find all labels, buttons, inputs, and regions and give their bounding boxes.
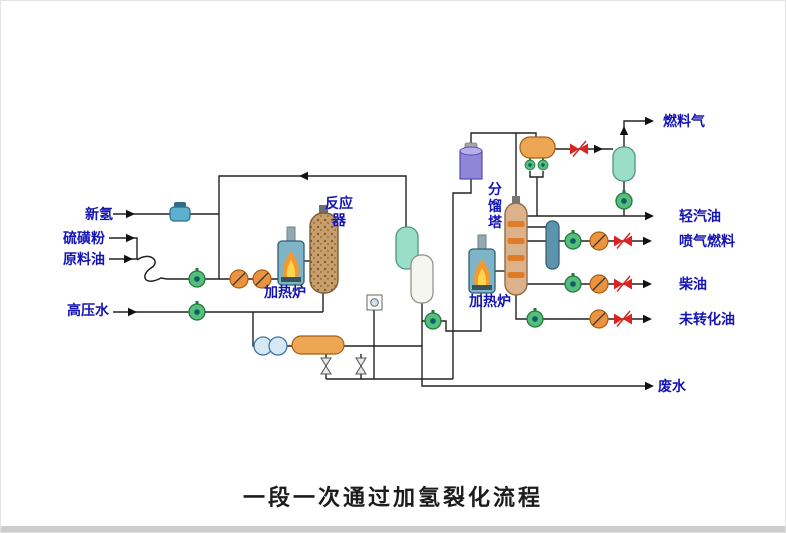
letdown-valve-icon xyxy=(320,357,332,375)
fractionator-vessel xyxy=(504,196,528,296)
label-reactor: 反应器 xyxy=(325,195,353,228)
flow-arrows xyxy=(124,116,654,391)
unconverted-oil-valve-icon xyxy=(613,310,633,328)
arrow-sulfur-powder xyxy=(126,233,135,243)
label-furnace-1: 加热炉 xyxy=(264,284,306,300)
side-stripper-vessel xyxy=(545,220,560,270)
feed-pump-icon xyxy=(188,267,206,288)
arrow-feed-oil xyxy=(124,254,133,264)
bottom-strip xyxy=(1,526,785,532)
water-pump-icon xyxy=(188,300,206,321)
label-fuel-gas: 燃料气 xyxy=(663,113,705,129)
reactor-vessel xyxy=(309,205,339,294)
arrow-fuel-gas xyxy=(645,116,654,126)
feed-exchanger-icon xyxy=(229,269,249,289)
arrow-diesel xyxy=(643,279,652,289)
jet-fuel-cooler-icon xyxy=(589,231,609,251)
air-cooler-icon xyxy=(253,336,288,356)
overhead-accumulator-vessel xyxy=(612,146,636,182)
diesel-valve-icon xyxy=(613,275,633,293)
diesel-cooler-icon xyxy=(589,274,609,294)
jet-fuel-pump-icon xyxy=(564,229,582,250)
compressor-icon xyxy=(169,202,191,222)
letdown-valve-icon-2 xyxy=(355,357,367,375)
arrow-fuel-gas-up xyxy=(619,126,629,135)
label-furnace-2: 加热炉 xyxy=(469,293,511,309)
reflux-pump-icon-2 xyxy=(537,157,549,171)
dosing-pump-icon xyxy=(136,255,168,282)
arrow-overhead xyxy=(594,144,603,154)
lp-separator-vessel xyxy=(410,254,434,304)
label-unconverted-oil: 未转化油 xyxy=(679,311,735,327)
arrow-light-gasoline xyxy=(645,211,654,221)
absorber-column-vessel xyxy=(459,142,483,180)
flash-drum-vessel xyxy=(291,335,345,355)
reflux-pump-icon xyxy=(524,157,536,171)
overhead-valve-icon xyxy=(569,140,589,158)
jet-fuel-valve-icon xyxy=(613,232,633,250)
tower-bottoms-pump-icon xyxy=(526,307,544,328)
unconverted-oil-cooler-icon xyxy=(589,309,609,329)
label-jet-fuel: 喷气燃料 xyxy=(679,233,735,249)
label-diesel: 柴油 xyxy=(679,276,707,292)
arrow-recycle-gas xyxy=(299,171,308,181)
label-light-gasoline: 轻汽油 xyxy=(679,208,721,224)
arrow-waste-water xyxy=(645,381,654,391)
label-feed-oil: 原料油 xyxy=(63,251,105,267)
overhead-product-pump-icon xyxy=(615,189,633,210)
arrow-unconverted-oil xyxy=(643,314,652,324)
reflux-drum-vessel xyxy=(519,136,556,159)
level-instrument-icon xyxy=(366,294,383,311)
tower-furnace-icon xyxy=(468,234,496,294)
hp-separator-vessel xyxy=(395,226,419,270)
pipe-lines xyxy=(109,120,651,387)
feed-furnace-icon xyxy=(277,226,305,286)
diagram-title: 一段一次通过加氢裂化流程 xyxy=(242,485,543,510)
label-sulfur-powder: 硫磺粉 xyxy=(63,230,105,246)
arrow-jet-fuel xyxy=(643,236,652,246)
arrow-high-pressure-water xyxy=(128,307,137,317)
diesel-pump-icon xyxy=(564,272,582,293)
arrow-new-hydrogen xyxy=(126,209,135,219)
label-fractionator: 分馏塔 xyxy=(488,181,502,231)
separator-bottoms-pump-icon xyxy=(424,309,442,330)
label-waste-water: 废水 xyxy=(658,378,686,394)
label-high-pressure-water: 高压水 xyxy=(67,302,109,318)
label-new-hydrogen: 新氢 xyxy=(85,206,113,222)
